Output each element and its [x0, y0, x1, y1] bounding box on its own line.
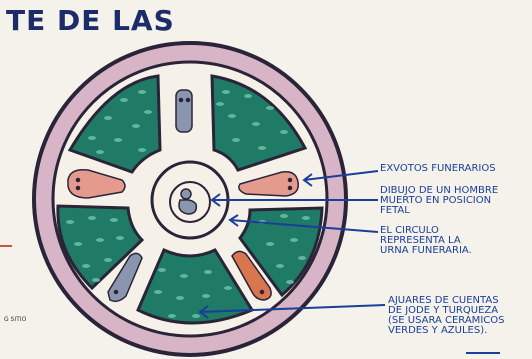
arrow-circulo [229, 219, 379, 233]
green-segment-bottom [136, 247, 255, 325]
arrow-ajuares [199, 304, 386, 313]
label-ajuares: AJUARES DE CUENTAS DE JODE Y TURQUEZA (S… [388, 295, 505, 336]
green-segment-left [56, 204, 145, 291]
arrow-exvotos [303, 170, 379, 181]
green-segment-right [238, 206, 324, 298]
segment-dots [66, 90, 310, 318]
fetal-figure-icon [178, 188, 198, 215]
arrowhead-ajuares [198, 305, 209, 319]
green-segment-top-left [67, 74, 162, 174]
figurine-left-icon [67, 168, 126, 199]
arrowhead-dibujo [210, 193, 221, 207]
arrowhead-exvotos [302, 173, 313, 187]
footnote-text: G SITIO [4, 316, 27, 323]
figurine-top-icon [175, 89, 193, 133]
label-dibujo: DIBUJO DE UN HOMBRE MUERTO EN POSICION F… [380, 185, 499, 216]
label-circulo: EL CIRCULO REPRESENTA LA URNA FUNERARIA. [380, 225, 472, 256]
label-exvotos: EXVOTOS FUNERARIOS [380, 163, 496, 174]
figurine-right-icon [238, 170, 299, 197]
leader-arrows [198, 170, 500, 354]
figurine-bottom-left-icon [107, 252, 143, 303]
page-title: TE DE LAS [6, 4, 175, 37]
arrowhead-circulo [228, 214, 239, 227]
figurine-bottom-right-icon [231, 250, 272, 301]
